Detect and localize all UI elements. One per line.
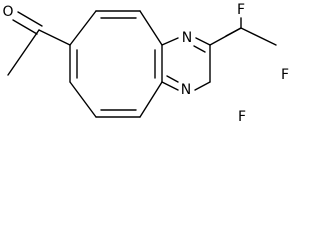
bond-cf3-f-left bbox=[225, 27, 242, 37]
bond-n1-c2-inner bbox=[193, 45, 206, 53]
atom-o: O bbox=[2, 4, 13, 20]
atom-f-bottom: F bbox=[238, 109, 246, 125]
trifluoromethyl-group bbox=[209, 17, 277, 46]
atom-n1: N bbox=[182, 30, 192, 46]
bond-c6b-c6 bbox=[69, 81, 97, 118]
bond-carbonyl-1 bbox=[12, 19, 38, 35]
atom-f-top: F bbox=[237, 2, 245, 18]
bond-n2-c4a bbox=[161, 81, 179, 91]
molecule-structure: O N N F F F bbox=[2, 2, 289, 125]
acetyl-group bbox=[7, 11, 71, 76]
bond-n1-c2 bbox=[195, 37, 211, 46]
bond-carbonyl-2 bbox=[17, 11, 43, 27]
bond-methyl bbox=[7, 29, 40, 76]
bond-c8-c8a bbox=[139, 10, 163, 46]
atom-f-right: F bbox=[281, 67, 289, 83]
bond-c6-c5 bbox=[69, 10, 97, 46]
bond-c8a-n1 bbox=[161, 37, 179, 46]
bond-cf3-f-right bbox=[240, 27, 277, 46]
atom-n2: N bbox=[181, 82, 191, 98]
bond-c4a-c5b bbox=[139, 81, 163, 118]
bond-acyl-ring bbox=[38, 29, 71, 46]
pyrazine-ring bbox=[161, 37, 211, 91]
benzene-ring bbox=[69, 10, 163, 118]
bond-n2-c4a-inner bbox=[166, 75, 179, 83]
bond-c3-n2 bbox=[194, 81, 211, 91]
